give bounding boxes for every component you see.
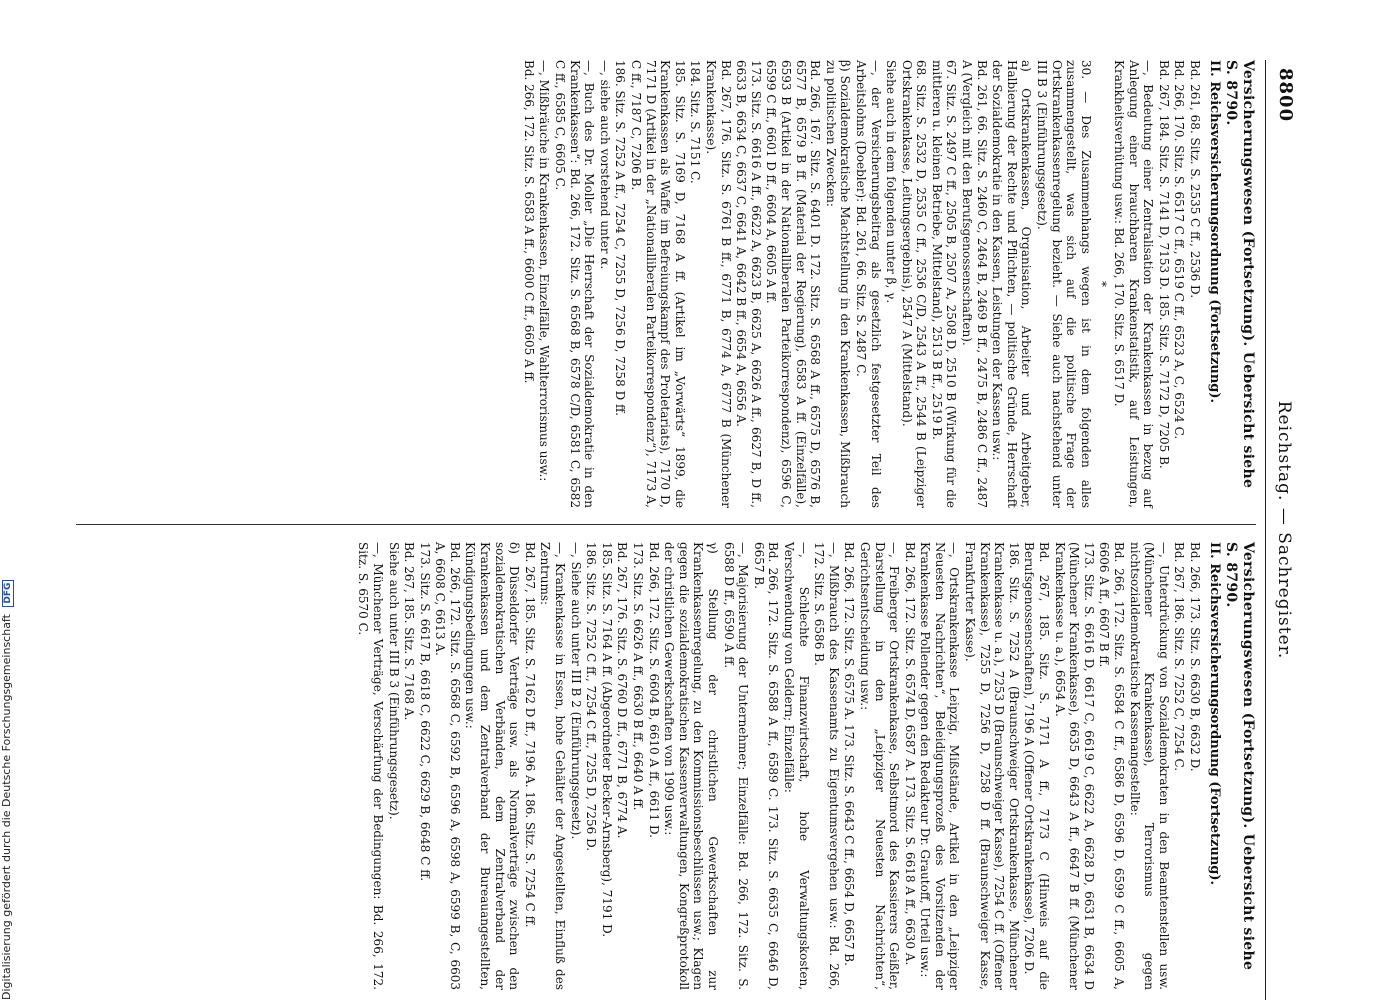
index-entry: 186. Sitz. S. 7252 A (Braunschweiger Ort… bbox=[963, 542, 1021, 990]
index-entry: Bd. 267, 186. Sitz. S. 7252 C, 7254 C. bbox=[1172, 542, 1187, 772]
index-entry: Bd. 266, 172. Sitz. S. 6575 A. 173. Sitz… bbox=[842, 542, 857, 966]
index-entry: —, Mißbräuche in Krankenkassen, Einzelfä… bbox=[537, 60, 552, 482]
index-entry: Bd. 266, 172. Sitz. S. 6604 B, 6610 A ff… bbox=[646, 542, 661, 838]
index-entry: —, Bedeutung einer Zentralisation der Kr… bbox=[1112, 60, 1156, 508]
index-entry: 30. — Des Zusammenhangs wegen ist in dem… bbox=[1035, 60, 1093, 508]
index-entry: Siehe auch in dem folgenden unter β, γ. bbox=[884, 60, 899, 304]
column-divider bbox=[76, 524, 1256, 525]
right-column-subheading: II. Reichsversicherungsordnung (Fortsetz… bbox=[1207, 542, 1222, 886]
index-entry: —, Majorisierung der Unternehmer; Einzel… bbox=[721, 542, 751, 990]
index-entry: β) Sozialdemokratische Machtstellung in … bbox=[823, 60, 853, 508]
index-entry: * bbox=[1095, 281, 1110, 287]
index-entry: 173. Sitz. S. 6626 A ff., 6630 B ff., 66… bbox=[631, 542, 646, 811]
credit-text: Digitalisierung gefördert durch die Deut… bbox=[0, 614, 13, 1000]
index-entry: —, Schlechte Finanzwirtschaft, hohe Verw… bbox=[781, 542, 811, 990]
index-entry: —, der Versicherungsbeitrag als gesetzli… bbox=[853, 60, 883, 508]
index-entry: Bd. 267, 184. Sitz. S. 7141 D, 7153 D. 1… bbox=[1156, 60, 1171, 469]
right-column: Versicherungswesen (Fortsetzung). Uebers… bbox=[56, 542, 1256, 990]
index-entry: —, Ortskrankenkasse Leipzig, Mißstände, … bbox=[918, 542, 962, 990]
index-entry: Bd. 267, 185. Sitz. S. 7171 A ff., 7173 … bbox=[1022, 542, 1052, 990]
index-entry: Bd. 267, 185. Sitz. S. 7162 D ff., 7196 … bbox=[522, 542, 537, 928]
index-entry: —, Krankenkasse in Essen, hohe Gehälter … bbox=[538, 542, 568, 990]
index-entry: δ) Düsseldorfer Verträge usw. als Normal… bbox=[463, 542, 522, 990]
index-entry: Bd. 266, 172. Sitz. S. 6588 A ff., 6589 … bbox=[751, 542, 781, 990]
index-entry: Bd. 266, 172. Sitz. S. 6584 C ff., 6586 … bbox=[1097, 542, 1127, 990]
index-entry: —, Buch des Dr. Moller „Die Herrschaft d… bbox=[553, 60, 597, 508]
index-entry: Bd. 261, 66. Sitz. S. 2460 C, 2464 B, 24… bbox=[960, 60, 989, 508]
index-entry: —, Mißbrauch des Kassenamts zu Eigentums… bbox=[812, 542, 841, 990]
index-entry: Bd. 261, 68. Sitz. S. 2535 C ff., 2536 D… bbox=[1188, 60, 1202, 299]
index-entry: Bd. 267, 176. Sitz. S. 6761 B ff., 6771 … bbox=[704, 60, 733, 508]
index-entry: Bd. 266, 170. Sitz. S. 6517 C ff., 6519 … bbox=[1172, 60, 1187, 440]
left-column-entries: Bd. 261, 68. Sitz. S. 2535 C ff., 2536 D… bbox=[521, 60, 1202, 508]
index-entry: 186. Sitz. S. 7252 C ff., 7254 C ff., 72… bbox=[584, 542, 599, 852]
index-entry: 173. Sitz. S. 6616 A ff., 6622 A, 6623 B… bbox=[734, 60, 763, 508]
index-entry: Bd. 266, 172. Sitz. S. 6568 C, 6592 B, 6… bbox=[433, 542, 462, 990]
index-entry: 173. Sitz. S. 6616 D, 6617 C, 6619 C, 66… bbox=[1052, 542, 1096, 990]
index-entry: 67. Sitz. S. 2497 C ff., 2505 B, 2507 A,… bbox=[929, 60, 959, 508]
index-entry: a) Ortskrankenkassen, Organisation, Arbe… bbox=[990, 60, 1034, 508]
left-column-heading: Versicherungswesen (Fortsetzung). Uebers… bbox=[1223, 60, 1256, 489]
index-entry: Bd. 266, 167. Sitz. S. 6401 D. 172. Sitz… bbox=[764, 60, 823, 508]
index-entry: Bd. 266, 172. Sitz. S. 6574 D, 6587 A. 1… bbox=[902, 542, 917, 966]
index-entry: —, Münchener Verträge, Verschärfung der … bbox=[356, 542, 385, 990]
index-entry: —, Freiberger Ortskrankenkasse, Selbstmo… bbox=[857, 542, 902, 990]
index-entry: Bd. 267, 176. Sitz. S. 6760 D ff., 6771 … bbox=[615, 542, 630, 839]
index-entry: —, siehe auch vorstehend unter α. bbox=[597, 60, 612, 270]
index-entry: Bd. 266, 173. Sitz. S. 6630 B, 6632 D. bbox=[1188, 542, 1202, 772]
digitization-credit: Digitalisierung gefördert durch die Deut… bbox=[0, 579, 16, 1000]
index-entry: Bd. 267, 185. Sitz. S. 7168 A. bbox=[402, 542, 417, 721]
index-entry: —, Siehe auch unter III B 2 (Einführungs… bbox=[568, 542, 583, 840]
index-entry: Siehe auch unter III B 3 (Einführungsges… bbox=[386, 542, 401, 820]
index-entry: γ) Stellung der christlichen Gewerkschaf… bbox=[662, 542, 720, 990]
rotated-page: 8800 Reichstag. — Sachregister. Versiche… bbox=[40, 60, 1300, 1000]
running-head-title: Reichstag. — Sachregister. bbox=[1274, 400, 1294, 660]
left-column: Versicherungswesen (Fortsetzung). Uebers… bbox=[56, 60, 1256, 508]
running-head: 8800 Reichstag. — Sachregister. bbox=[1265, 60, 1300, 1000]
index-entry: Bd. 266, 172. Sitz. S. 6583 A ff., 6600 … bbox=[521, 60, 536, 384]
index-entry: 186. Sitz. S. 7252 A ff., 7254 C, 7255 D… bbox=[613, 60, 628, 416]
columns: Versicherungswesen (Fortsetzung). Uebers… bbox=[56, 60, 1256, 1000]
right-column-entries: Bd. 266, 173. Sitz. S. 6630 B, 6632 D.Bd… bbox=[356, 542, 1202, 990]
index-entry: 184. Sitz. S. 7151 C. bbox=[688, 60, 703, 184]
index-entry: 68. Sitz. S. 2532 D, 2535 C ff., 2536 C/… bbox=[899, 60, 929, 508]
index-entry: 173. Sitz. S. 6617 B, 6618 C, 6622 C, 66… bbox=[417, 542, 432, 882]
index-entry: 185. Sitz. S. 7164 A ff. (Abgeordneter B… bbox=[599, 542, 614, 938]
index-entry: —, Unterdrückung von Sozialdemokraten in… bbox=[1127, 542, 1171, 990]
index-entry: 185. Sitz. S. 7169 D, 7168 A ff. (Artike… bbox=[629, 60, 687, 508]
left-column-subheading: II. Reichsversicherungsordnung (Fortsetz… bbox=[1207, 60, 1222, 404]
dfg-logo: DFG bbox=[2, 579, 14, 607]
right-column-heading: Versicherungswesen (Fortsetzung). Uebers… bbox=[1223, 542, 1256, 971]
